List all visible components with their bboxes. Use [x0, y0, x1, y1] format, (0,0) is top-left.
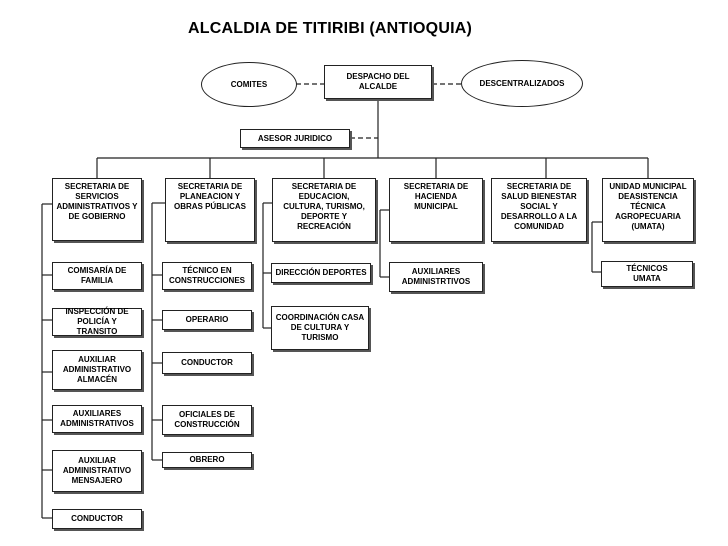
- secretaria-salud-node: SECRETARIA DE SALUD BIENESTAR SOCIAL Y D…: [491, 178, 587, 242]
- secretaria-educacion-node: SECRETARIA DE EDUCACION, CULTURA, TURISM…: [272, 178, 376, 242]
- umata-node: UNIDAD MUNICIPAL DEASISTENCIA TÉCNICA AG…: [602, 178, 694, 242]
- tecnicos-umata-node: TÉCNICOS UMATA: [601, 261, 693, 287]
- secretaria-hacienda-node: SECRETARIA DE HACIENDA MUNICIPAL: [389, 178, 483, 242]
- secretaria-servicios-node: SECRETARIA DE SERVICIOS ADMINISTRATIVOS …: [52, 178, 142, 241]
- despacho-alcalde-node: DESPACHO DEL ALCALDE: [324, 65, 432, 99]
- secretaria-planeacion-node: SECRETARIA DE PLANEACION Y OBRAS PÚBLICA…: [165, 178, 255, 242]
- conductor-planeacion-node: CONDUCTOR: [162, 352, 252, 374]
- auxiliares-hacienda-node: AUXILIARES ADMINISTRTIVOS: [389, 262, 483, 292]
- asesor-juridico-node: ASESOR JURIDICO: [240, 129, 350, 148]
- comites-node: COMITES: [201, 62, 297, 107]
- oficiales-construccion-node: OFICIALES DE CONSTRUCCIÓN: [162, 405, 252, 435]
- operario-node: OPERARIO: [162, 310, 252, 330]
- tecnico-construcciones-node: TÉCNICO EN CONSTRUCCIONES: [162, 262, 252, 290]
- auxiliares-administrativos-node: AUXILIARES ADMINISTRATIVOS: [52, 405, 142, 433]
- page-title: ALCALDIA DE TITIRIBI (ANTIOQUIA): [188, 20, 473, 37]
- comisaria-familia-node: COMISARÍA DE FAMILIA: [52, 262, 142, 290]
- auxiliar-mensajero-node: AUXILIAR ADMINISTRATIVO MENSAJERO: [52, 450, 142, 492]
- conductor-servicios-node: CONDUCTOR: [52, 509, 142, 529]
- inspeccion-policia-node: INSPECCIÓN DE POLICÍA Y TRANSITO: [52, 307, 142, 336]
- direccion-deportes-node: DIRECCIÓN DEPORTES: [271, 263, 371, 283]
- auxiliar-almacen-node: AUXILIAR ADMINISTRATIVO ALMACÉN: [52, 350, 142, 390]
- descentralizados-node: DESCENTRALIZADOS: [461, 60, 583, 107]
- obrero-node: OBRERO: [162, 452, 252, 468]
- coordinacion-cultura-node: COORDINACIÓN CASA DE CULTURA Y TURISMO: [271, 306, 369, 350]
